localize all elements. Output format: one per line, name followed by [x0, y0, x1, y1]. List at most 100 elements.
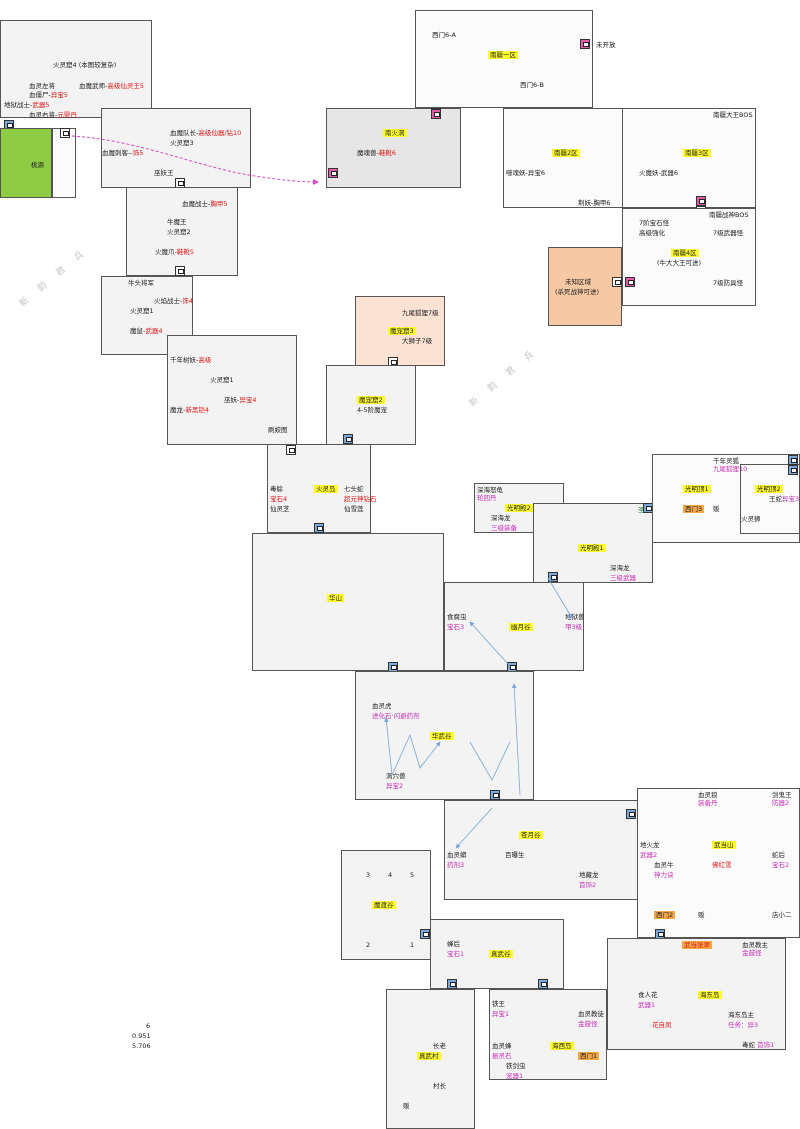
drop-label: 三级装备	[491, 524, 517, 532]
node-label: 1	[410, 941, 415, 949]
room-title: 魔宠窟3	[388, 327, 416, 335]
drop-label: 宝石3	[447, 623, 465, 631]
monster-label: 地狱兽	[565, 613, 585, 621]
drop-label: 进化石·闪避药剂	[372, 712, 420, 720]
node-label: 3	[366, 871, 371, 879]
room-title: 光明殿1	[578, 544, 606, 552]
door-icon[interactable]	[788, 465, 798, 475]
monster-label: 千年树妖-高级	[170, 356, 212, 364]
monster-label: 魔龙-新黑铠4	[170, 406, 209, 414]
area-label: 火灵窟1	[210, 376, 234, 384]
room-title: 幽月谷	[509, 623, 533, 631]
herb-label: 仙灵芝	[270, 505, 290, 513]
door-icon[interactable]	[447, 979, 457, 989]
note-label: (杀死战神可进)	[555, 288, 600, 296]
room-title: 光明殿2	[505, 504, 533, 512]
monster-label: 蛇后	[772, 851, 785, 859]
monster-label: 血僵尸-异宝5	[29, 91, 68, 99]
door-icon[interactable]	[420, 929, 430, 939]
room-zhenwugu: 蜂后 宝石1 真武谷	[430, 919, 564, 989]
monster-label: 大狮子7级	[402, 337, 433, 345]
room-title: 南疆3区	[683, 149, 711, 157]
room-guangmingdian1: 圣兽 光明殿1 深海龙 三级武器	[533, 503, 653, 583]
monster-label: 荆妖-胸甲6	[578, 199, 611, 207]
door-icon[interactable]	[60, 128, 70, 138]
door-icon[interactable]	[343, 434, 353, 444]
drop-label: 九尾狐狸10	[713, 465, 748, 473]
monster-label: 深海龙	[610, 564, 630, 572]
stat-value: 5.706	[132, 1042, 151, 1050]
monster-label: 7级武器怪	[713, 229, 744, 237]
door-icon[interactable]	[626, 809, 636, 819]
npc-label: 高级强化	[639, 229, 665, 237]
monster-label: 血魔队长-高级仙器/钻10	[170, 129, 242, 137]
room-huolingku4: 火灵窟4 (本图较复杂) 血灵左将 血魔武师-高级仙灵王5 血僵尸-异宝5 地狱…	[0, 20, 152, 119]
monster-label: 噬魂妖-异宝6	[506, 169, 545, 177]
monster-label: 7阶宝石怪	[639, 219, 670, 227]
room-niutou: 牛头将军 火焰战士-饰4 火灵窟1 魔鼠-武器4	[101, 276, 193, 355]
door-icon[interactable]	[175, 266, 185, 276]
door-icon[interactable]	[696, 196, 706, 206]
door-icon[interactable]	[538, 979, 548, 989]
room-title: 武当山	[712, 841, 736, 849]
npc-label: 百曝生	[505, 851, 525, 859]
room-haixidao: 铁王 异宝1 血灵教徒 金鼓怪 海西岛 血灵蜂 振灵石 西门1 铁剑虫 宠器1	[489, 989, 607, 1080]
room-haidongdao: 武当张翠 血灵教主 金鼓怪 食人花 武器1 海东岛 花自凤 海东岛主 任务：异3…	[607, 938, 786, 1050]
monster-label: 血灵左将	[29, 82, 55, 90]
door-icon[interactable]	[612, 277, 622, 287]
door-icon[interactable]	[548, 572, 558, 582]
room-title: 光明顶2	[755, 485, 783, 493]
drop-label: 异宝2	[386, 782, 404, 790]
door-icon[interactable]	[490, 790, 500, 800]
area-label: 西门6-B	[520, 81, 544, 89]
door-icon[interactable]	[314, 523, 324, 533]
door-icon[interactable]	[625, 277, 635, 287]
room-title: 光明顶1	[683, 485, 711, 493]
room-title: 未知区域	[565, 278, 591, 286]
drop-label: 异宝1	[492, 1010, 510, 1018]
npc-label: 刷蛟图	[268, 426, 288, 434]
route-path	[469, 621, 509, 665]
drop-label: 超元神钻石	[344, 495, 377, 503]
route-path	[511, 683, 521, 796]
room-title: 火灵窟4 (本图较复杂)	[53, 61, 117, 69]
npc-label: 长老	[433, 1042, 446, 1050]
room-title: 南疆4区	[671, 249, 699, 257]
route-path	[455, 807, 493, 849]
room-title: 魔宠窟2	[357, 396, 385, 404]
npc-label: 村长	[433, 1082, 446, 1090]
door-icon[interactable]	[788, 455, 798, 465]
monster-label: 7级防具怪	[713, 279, 744, 287]
door-icon[interactable]	[328, 168, 338, 178]
npc-label: 花自凤	[652, 1021, 672, 1029]
monster-label: 蜂后	[447, 940, 460, 948]
drop-label: 神力诀	[654, 871, 674, 879]
monster-label: 地火龙	[640, 841, 660, 849]
door-icon[interactable]	[580, 39, 590, 49]
drop-label: 武器1	[638, 1001, 656, 1009]
area-label: 西门1	[578, 1052, 600, 1060]
monster-label: 血魔武师-高级仙灵王5	[79, 82, 144, 90]
drop-label: 金鼓怪	[578, 1020, 598, 1028]
monster-label: 剑鬼王	[772, 791, 792, 799]
room-zhenwucun: 长老 真武村 村长 贩	[386, 989, 475, 1129]
drop-label: 首饰2	[579, 881, 597, 889]
area-label: 西门6-A	[432, 31, 456, 39]
door-icon[interactable]	[431, 109, 441, 119]
boss-label: 南疆大王BOS	[713, 111, 753, 119]
area-label: 火灵窟1	[130, 307, 154, 315]
monster-label: 火魔妖-武器6	[639, 169, 678, 177]
monster-label: 血灵狼	[698, 791, 718, 799]
room-title: 海东岛	[698, 991, 722, 999]
door-icon[interactable]	[286, 445, 296, 455]
monster-label: 血灵牛	[654, 861, 674, 869]
drop-label: 宝石2	[772, 861, 790, 869]
monster-label: 魔魂兽-鞋靴6	[357, 149, 396, 157]
drop-label: 甲3级	[565, 623, 583, 631]
herb-label: 仙雪莲	[344, 505, 364, 513]
note-label: 4-5阶魔宠	[357, 406, 388, 414]
monster-label: 牛头将军	[128, 279, 154, 287]
drop-label: 金鼓怪	[742, 949, 762, 957]
monster-label: 血灵教主	[742, 941, 768, 949]
